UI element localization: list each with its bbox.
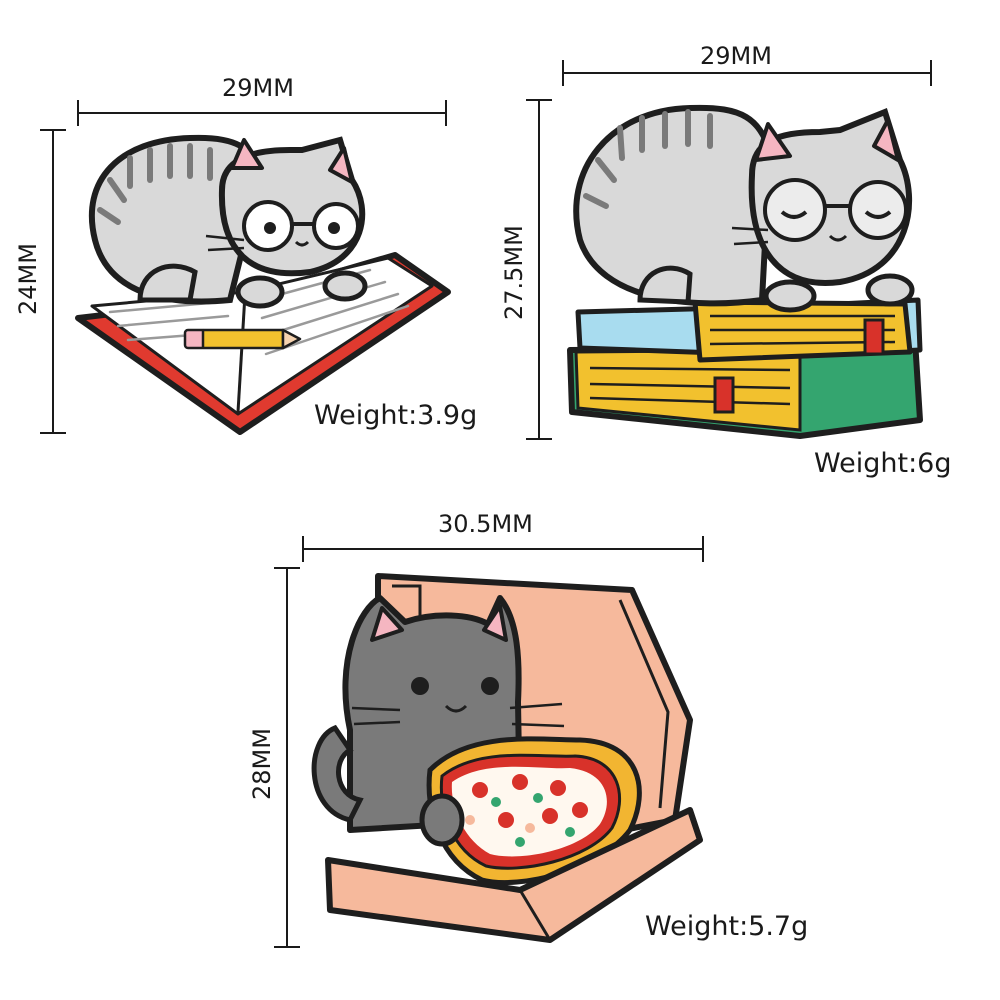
product-cat-on-notebook: 29MM 24MM — [0, 0, 500, 480]
height-dimension-tick-top — [40, 129, 66, 131]
height-dimension-tick-bottom — [274, 946, 300, 948]
weight-label: Weight:6g — [814, 448, 952, 479]
weight-label: Weight:5.7g — [645, 911, 809, 942]
height-dimension-line — [52, 130, 54, 434]
cat-books-pin-icon — [567, 104, 923, 439]
width-dimension-line — [78, 112, 446, 114]
width-label: 30.5MM — [438, 510, 533, 538]
width-dimension-tick-right — [445, 100, 447, 126]
height-dimension-tick-bottom — [40, 432, 66, 434]
width-label: 29MM — [700, 42, 772, 70]
width-dimension-tick-left — [302, 536, 304, 562]
cat-notebook-pin-icon — [75, 134, 451, 435]
width-dimension-line — [563, 72, 931, 74]
width-dimension-tick-left — [77, 100, 79, 126]
width-dimension-tick-right — [930, 60, 932, 86]
height-dimension-tick-bottom — [526, 438, 552, 440]
height-dimension-tick-top — [274, 567, 300, 569]
product-cat-in-pizza-box: 30.5MM 28MM — [220, 490, 860, 990]
width-label: 29MM — [222, 74, 294, 102]
height-dimension-line — [286, 568, 288, 948]
weight-label: Weight:3.9g — [314, 400, 478, 431]
product-cat-on-books: 29MM 27.5MM — [500, 0, 1000, 480]
height-dimension-tick-top — [526, 99, 552, 101]
width-dimension-tick-right — [702, 536, 704, 562]
width-dimension-tick-left — [562, 60, 564, 86]
width-dimension-line — [303, 548, 703, 550]
cat-pizza-pin-icon — [311, 573, 703, 943]
height-dimension-line — [538, 100, 540, 440]
